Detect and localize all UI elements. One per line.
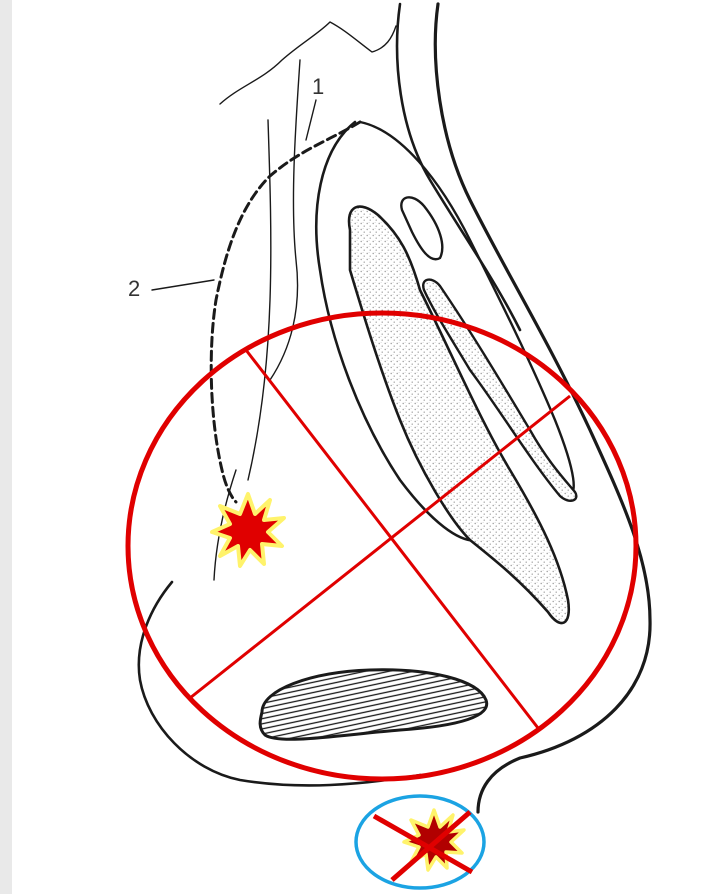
label-1: 1 [312,74,324,99]
label-2-leader [152,280,214,290]
nostril [260,670,487,739]
label-1-leader [306,100,316,140]
starburst-icon [212,494,284,566]
skin-line-mid [248,120,271,480]
label-2: 2 [128,276,140,301]
incision-dashed-line [211,122,360,502]
lower-lateral-cartilage [349,207,569,623]
small-crossed-starburst-marker [356,796,484,888]
dome-notch [401,197,442,259]
skin-line-upper [220,22,396,104]
